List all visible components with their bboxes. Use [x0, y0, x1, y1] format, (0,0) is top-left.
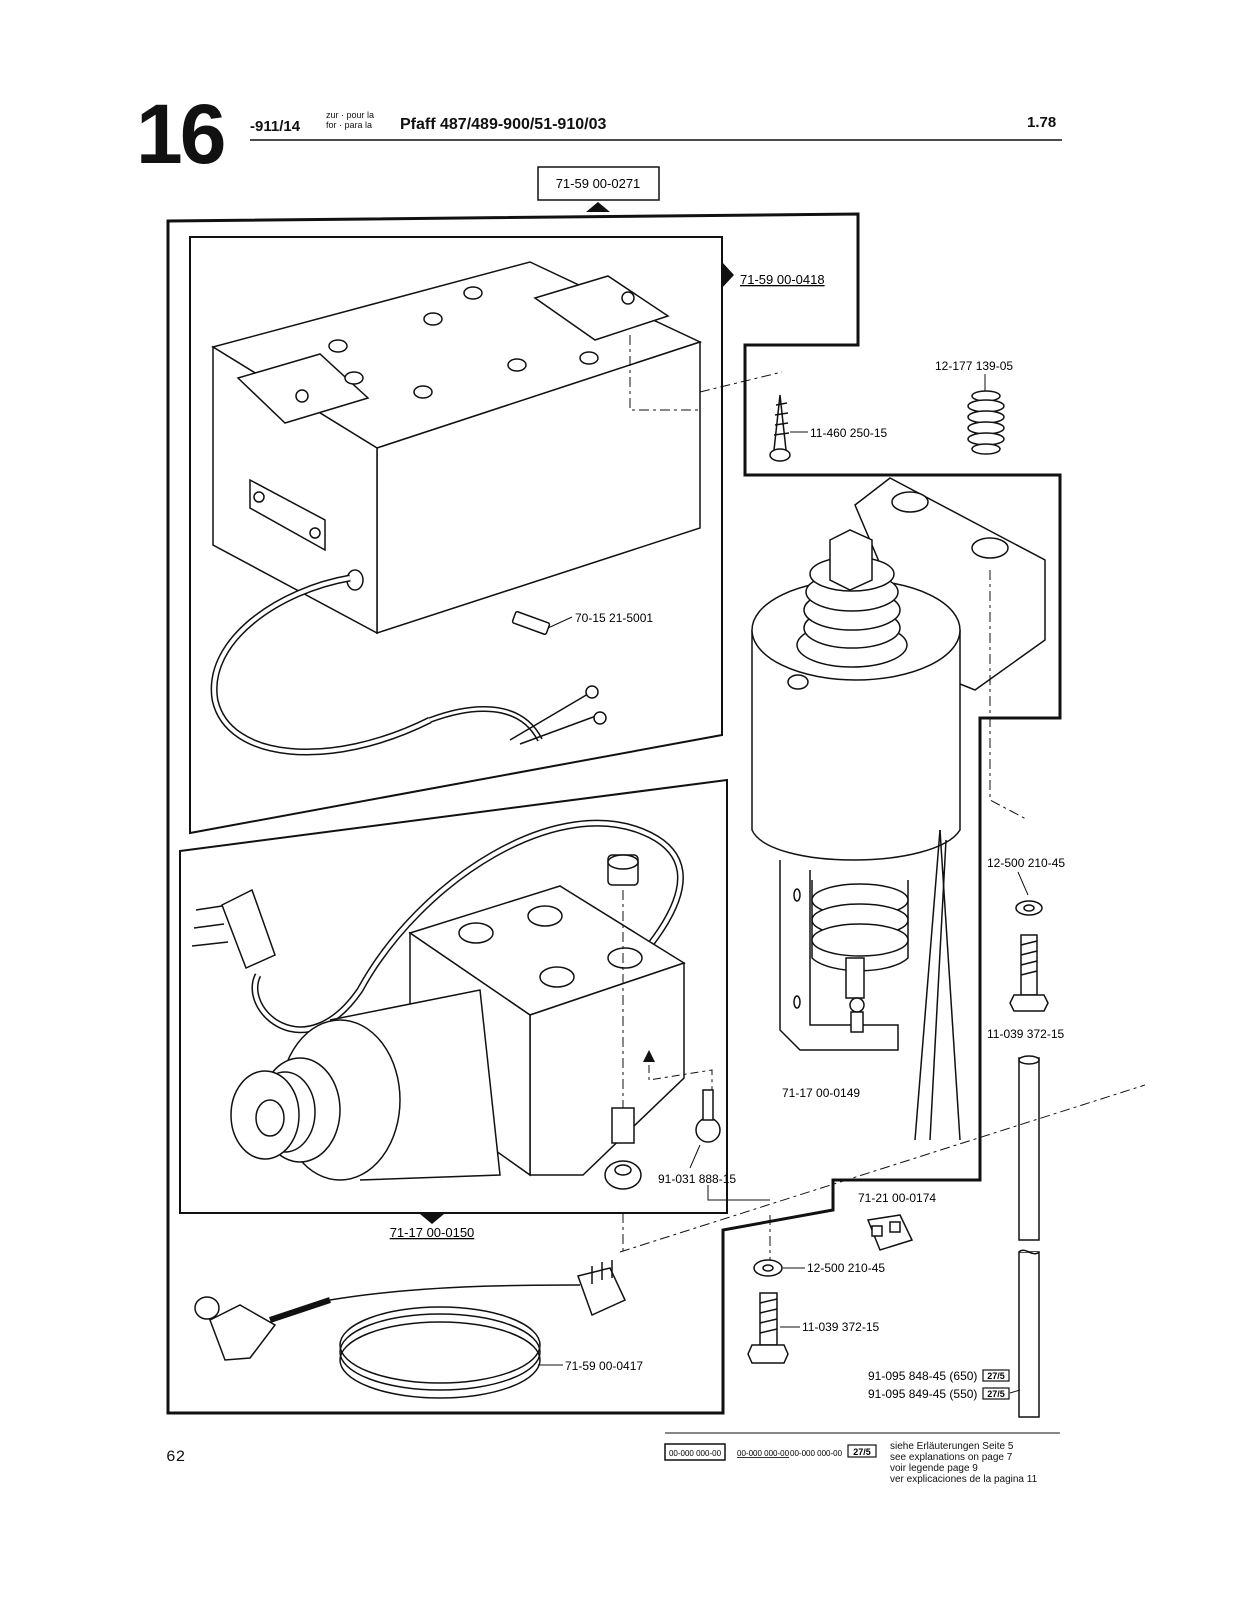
edition-date: 1.78: [1027, 114, 1057, 131]
legend-box: [664, 1443, 726, 1461]
page-number: 62: [166, 1448, 186, 1466]
control-box-label: 71-59 00-0418: [740, 272, 825, 287]
solenoid-drawing: [751, 477, 1046, 1051]
assembly-outline: [166, 212, 1062, 1415]
assembly-arrow-icon: [586, 202, 610, 212]
explanation-es: ver explicaciones de la pagina 11: [890, 1474, 1038, 1485]
washer-right-label: 12-500 210-45: [987, 856, 1065, 870]
long-centerline: [619, 1084, 1146, 1253]
solenoid-label: 71-17 00-0149: [782, 1086, 860, 1100]
washer-lower-label: 12-500 210-45: [807, 1261, 885, 1275]
spring-label: 12-177 139-05: [935, 359, 1013, 373]
legend-badge: [847, 1444, 877, 1458]
ball-stud-label: 91-031 888-15: [658, 1172, 736, 1186]
rod-badge-550: [982, 1387, 1010, 1400]
legend-badge-text: 27/5: [853, 1447, 871, 1457]
spring-drawing: [967, 390, 1005, 455]
control-box-drawing: [210, 261, 703, 756]
wood-screw-label: 11-460 250-15: [810, 426, 888, 440]
language-label-bottom: for · para la: [326, 120, 373, 130]
model-title: Pfaff 487/489-900/51-910/03: [400, 116, 607, 133]
screw-lower-drawing: [747, 1292, 789, 1364]
rod-badge-650-text: 27/5: [987, 1371, 1005, 1381]
assembly-label-box: [537, 166, 660, 201]
explanation-en: see explanations on page 7: [890, 1452, 1013, 1463]
explanation-fr: voir legende page 9: [890, 1463, 978, 1474]
fuse-label: 70-15 21-5001: [575, 611, 653, 625]
motor-unit-arrow-icon: [420, 1214, 444, 1224]
legend-plain-text: 00-000 000-00: [790, 1449, 843, 1458]
wood-screw-drawing: [769, 394, 791, 462]
assembly-top-label: 71-59 00-0271: [556, 176, 641, 191]
fixing-centerline: [629, 335, 700, 411]
motor-arrow-icon: [643, 1050, 655, 1062]
cable-drawing: [194, 1260, 627, 1399]
legend-underlined-text: 00-000 000-00: [737, 1449, 790, 1458]
rod-650-label: 91-095 848-45 (650): [868, 1369, 977, 1383]
language-label-top: zur · pour la: [326, 110, 375, 120]
screw-right-label: 11-039 372-15: [987, 1027, 1065, 1041]
screw-lower-label: 11-039 372-15: [802, 1320, 880, 1334]
rod-drawing: [1018, 1055, 1040, 1418]
rod-badge-550-text: 27/5: [987, 1389, 1005, 1399]
rod-550-label: 91-095 849-45 (550): [868, 1387, 977, 1401]
cable-label: 71-59 00-0417: [565, 1359, 643, 1373]
washer-right-drawing: [1015, 900, 1043, 916]
section-number: 16: [136, 87, 226, 181]
screw-right-drawing: [1009, 934, 1049, 1012]
rod-badge-650: [982, 1369, 1010, 1382]
control-box-arrow-icon: [722, 262, 734, 288]
connector-drawing: [866, 1214, 914, 1251]
group-code: -911/14: [250, 118, 301, 135]
motor-unit-label: 71-17 00-0150: [390, 1225, 475, 1240]
connector-label: 71-21 00-0174: [858, 1191, 936, 1205]
legend-box-text: 00-000 000-00: [669, 1449, 722, 1458]
washer-lower-drawing: [753, 1259, 783, 1277]
motor-unit-drawing: [191, 819, 721, 1190]
explanation-de: siehe Erläuterungen Seite 5: [890, 1441, 1014, 1452]
